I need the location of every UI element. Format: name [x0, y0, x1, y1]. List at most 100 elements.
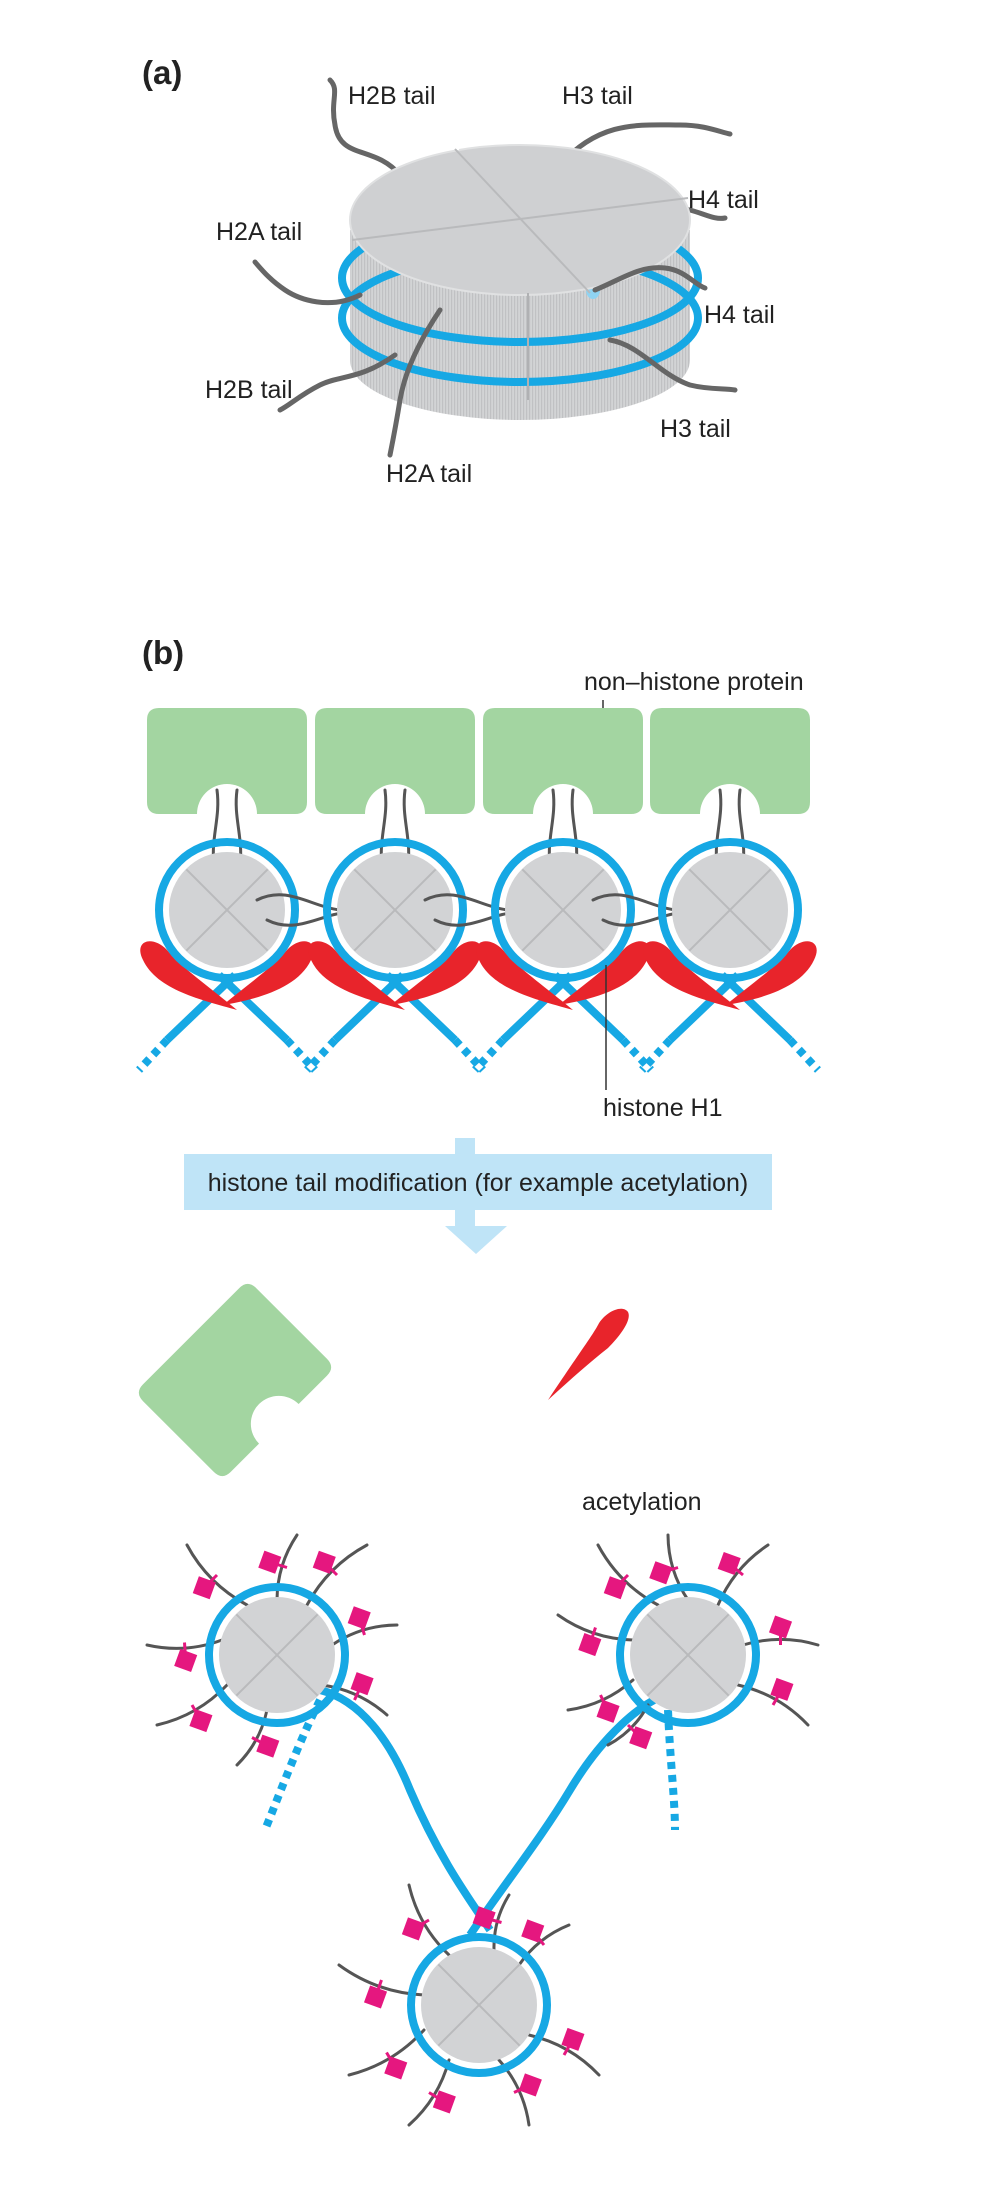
chromatin-unit [304, 708, 547, 1073]
acetyl-group [347, 1606, 371, 1630]
acetylated-nucleosome [145, 1533, 399, 1767]
histone-h1 [223, 941, 314, 1005]
panel-a-label: (a) [142, 54, 182, 91]
histone-h1 [391, 941, 482, 1005]
condensed-chromatin [136, 708, 821, 1073]
linker-dna [466, 1686, 680, 1938]
acetyl-group [350, 1672, 374, 1696]
histone-h1 [559, 941, 650, 1005]
released-histone-h1 [548, 1308, 629, 1400]
h2b-top-tail [327, 77, 403, 178]
acetyl-group [768, 1615, 793, 1639]
acetyl-group [770, 1677, 794, 1701]
histone-h1 [643, 941, 740, 1010]
h3-lower-tail [607, 337, 738, 393]
h4-upper-tail-label: H4 tail [688, 186, 759, 214]
acetyl-group [649, 1561, 673, 1585]
non-histone-protein [483, 708, 643, 814]
acetyl-group [521, 1919, 545, 1943]
h2a-bottom-tail [387, 307, 443, 458]
linker-dna [318, 1686, 494, 1933]
h2a-bottom-tail-label: H2A tail [386, 460, 472, 488]
h3-top-tail-label: H3 tail [562, 82, 633, 110]
dna-wrap [616, 1583, 760, 1727]
acetyl-group [472, 1906, 496, 1930]
core-divider [351, 197, 689, 241]
linker-dna-continuation [620, 1037, 654, 1073]
linker-dna-continuation [304, 1037, 338, 1073]
core-divider [353, 868, 437, 952]
linker-dna [667, 972, 741, 1043]
acetylated-nucleosome [337, 1883, 601, 2127]
arrow-label-box [184, 1154, 772, 1210]
h2b-top-tail-label: H2B tail [348, 82, 436, 110]
acetyl-group [189, 1709, 213, 1733]
open-chromatin [145, 1533, 820, 2127]
non-histone-protein [650, 708, 810, 814]
linker-dna-continuation [452, 1037, 486, 1073]
acetyl-group [603, 1576, 627, 1600]
h2b-lower-tail-label: H2B tail [205, 376, 293, 404]
acetyl-group [363, 1985, 388, 2009]
modification-arrow: histone tail modification (for example a… [184, 1138, 772, 1254]
core-divider [646, 1613, 730, 1697]
linker-dna [384, 972, 458, 1043]
non-histone-protein [315, 708, 475, 814]
acetyl-group [192, 1576, 216, 1600]
panel-b-label: (b) [142, 634, 184, 671]
core-divider [521, 868, 605, 952]
linker-dna-continuation [472, 1037, 506, 1073]
acetyl-group [561, 2027, 585, 2051]
core-divider [437, 1963, 521, 2047]
core-divider [688, 868, 772, 952]
linker-dna [332, 972, 406, 1043]
acetyl-group [312, 1550, 336, 1574]
linker-dna-continuation [136, 1037, 170, 1073]
h2a-left-tail [252, 259, 363, 306]
core-divider [185, 868, 269, 952]
linker-dna-continuation [787, 1037, 821, 1073]
linker-dna-continuation [639, 1037, 673, 1073]
chromatin-unit [136, 708, 379, 1073]
non-histone-protein [147, 708, 307, 814]
histone-h1 [140, 941, 237, 1010]
panel-a: (a) H2B tail H3 tail H4 tail H2A tail H4… [142, 54, 775, 488]
linker-dna [216, 972, 290, 1043]
linker-dna [164, 972, 238, 1043]
arrow-shaft-bottom [455, 1208, 475, 1228]
acetyl-group [174, 1648, 198, 1672]
dna-wrap [658, 838, 802, 982]
non-histone-protein-label: non–histone protein [584, 668, 804, 696]
acetyl-group [401, 1917, 425, 1941]
histone-h1 [308, 941, 405, 1010]
linker-dna [552, 972, 626, 1043]
h3-top-tail [557, 122, 733, 168]
acetyl-group [518, 2073, 542, 2097]
h3-lower-tail-label: H3 tail [660, 415, 731, 443]
core-divider [235, 1613, 319, 1697]
arrow-head [445, 1226, 507, 1254]
dna-wrap [205, 1583, 349, 1727]
core-divider [454, 148, 591, 294]
acetyl-group [256, 1734, 280, 1758]
acetyl-group [384, 2056, 408, 2080]
h4-lower-tail [592, 265, 708, 293]
chromatin-unit [639, 708, 821, 1073]
dna-wrap [155, 838, 299, 982]
acetyl-group [432, 2090, 456, 2114]
histone-h1 [476, 941, 573, 1010]
acetylation-label: acetylation [582, 1488, 702, 1516]
h2b-lower-tail [277, 352, 398, 413]
acetyl-group [717, 1551, 741, 1576]
linker-dna [500, 972, 574, 1043]
linker-dna-continuation [664, 1709, 679, 1831]
h4-lower-tail-label: H4 tail [704, 301, 775, 329]
arrow-shaft-top [455, 1138, 475, 1158]
acetyl-group [629, 1726, 653, 1750]
dna-wrap [323, 838, 467, 982]
arrow-text: histone tail modification (for example a… [208, 1169, 749, 1197]
acetylated-nucleosome [556, 1533, 820, 1750]
dna-wrap [491, 838, 635, 982]
acetyl-group [596, 1699, 620, 1723]
